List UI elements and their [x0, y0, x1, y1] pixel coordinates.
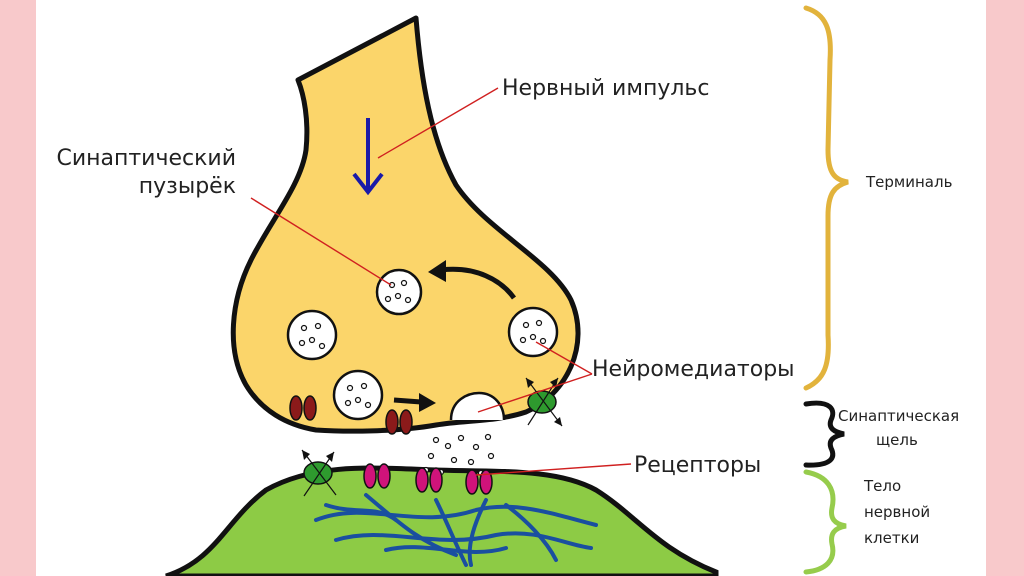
- impulse-arrow: [352, 118, 384, 196]
- terminal-bracket: [803, 5, 849, 391]
- vesicle: [332, 369, 384, 421]
- label-body-line2: нервной: [864, 503, 931, 521]
- label-vesicle-line1: Синаптический: [56, 146, 236, 171]
- vesicle: [507, 306, 559, 358]
- receptors: [363, 463, 493, 495]
- label-neurotransmitters: Нейромедиаторы: [592, 357, 795, 382]
- diagram-canvas: Нервный импульс Синаптический пузырёк Не…: [36, 0, 986, 576]
- recycle-arrow: [428, 260, 517, 300]
- ion-channels: [289, 395, 413, 435]
- cleft-bracket: [803, 400, 845, 468]
- vesicle: [286, 309, 338, 361]
- label-cleft-line1: Синаптическая: [838, 407, 960, 425]
- vesicle-contents: [298, 279, 547, 409]
- label-vesicle-line2: пузырёк: [138, 174, 236, 199]
- neural-fibers: [314, 493, 598, 567]
- transporters: [301, 377, 563, 497]
- label-receptors: Рецепторы: [634, 453, 762, 478]
- vesicle: [375, 268, 423, 316]
- vesicle-movement-arrow: [393, 393, 436, 412]
- label-nerve-impulse: Нервный импульс: [502, 76, 710, 101]
- label-body-line1: Тело: [864, 477, 902, 495]
- pointer-lines: [250, 87, 632, 476]
- fusing-vesicle: [449, 391, 506, 421]
- synapse-illustration: [165, 5, 849, 576]
- label-body-line3: клетки: [864, 529, 920, 547]
- label-terminal: Терминаль: [866, 173, 953, 191]
- cell-body-bracket: [803, 469, 847, 575]
- label-cleft-line2: щель: [876, 431, 918, 449]
